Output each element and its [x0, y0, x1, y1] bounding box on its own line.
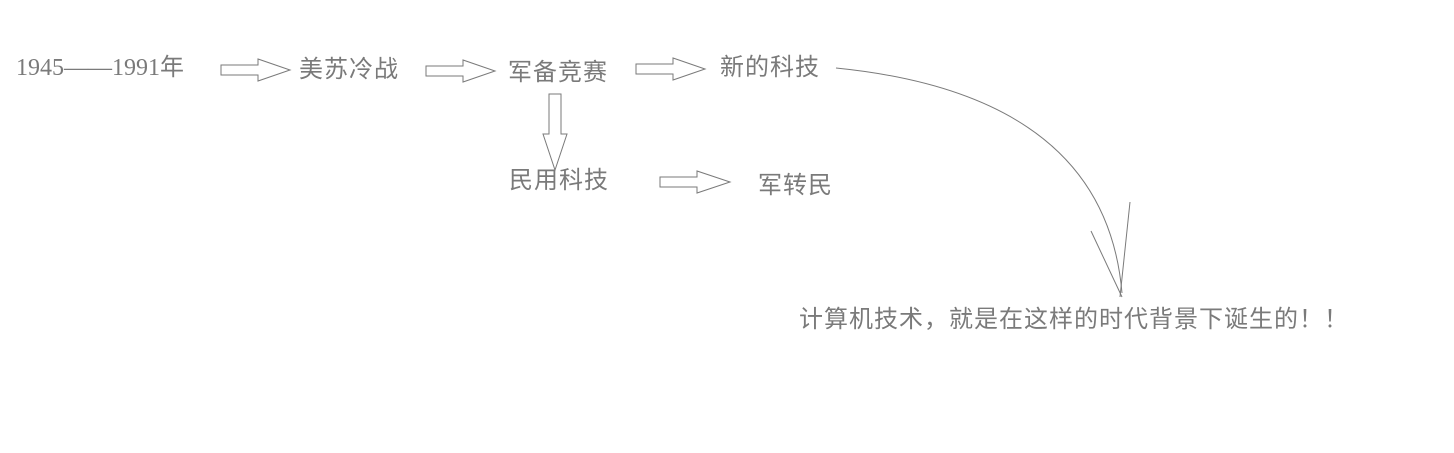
curved-arrow-head-right [1119, 201, 1131, 298]
node-years: 1945——1991年 [16, 55, 184, 81]
node-conclusion: 计算机技术，就是在这样的时代背景下诞生的！！ [799, 305, 1349, 333]
arrow-years-to-cold-war [220, 58, 292, 82]
arrow-arms-race-to-civil-tech [542, 93, 568, 172]
node-arms-race: 军备竞赛 [508, 58, 608, 86]
node-civil-tech: 民用科技 [509, 166, 609, 194]
node-cold-war: 美苏冷战 [299, 55, 399, 83]
node-military-to-civil: 军转民 [758, 171, 833, 199]
arrow-arms-race-to-new-tech [635, 57, 707, 81]
node-new-tech: 新的科技 [720, 53, 820, 81]
curved-arrow-new-tech-to-conclusion [835, 67, 1123, 294]
curved-arrow-head-left [1090, 230, 1123, 298]
arrow-cold-war-to-arms-race [425, 59, 497, 83]
arrow-civil-tech-to-military-to-civil [659, 170, 732, 194]
